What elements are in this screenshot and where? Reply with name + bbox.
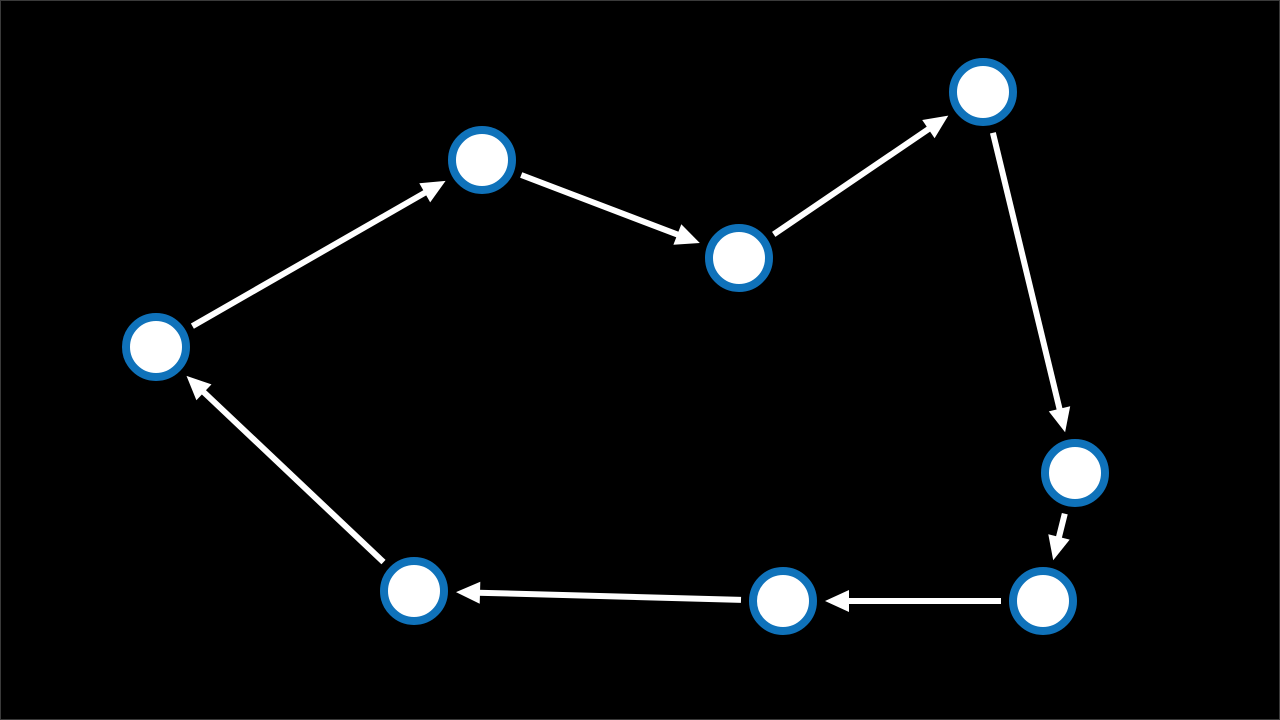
arrowhead [186,375,212,401]
edge-n4-to-n5 [989,132,1071,433]
edge-line [1055,512,1068,540]
edge-n3-to-n4 [772,115,949,237]
edges-layer [186,115,1071,612]
arrowhead [456,581,481,604]
arrowhead [922,115,949,139]
edge-n1-to-n2 [190,180,446,329]
arrowhead [673,224,700,245]
node-n8 [380,557,448,625]
edge-n6-to-n7 [825,590,1001,612]
edge-line [520,172,681,239]
edge-n5-to-n6 [1048,512,1070,561]
node-n1 [122,313,190,381]
edge-line [200,388,386,565]
node-n6 [1009,567,1077,635]
node-n2 [448,126,516,194]
edge-line [477,589,742,603]
arrowhead [419,180,446,203]
arrowhead [1048,406,1071,433]
edge-n2-to-n3 [520,172,700,245]
arrowhead [1048,534,1070,561]
node-n4 [949,58,1017,126]
arrowhead [825,590,849,612]
edge-line [190,189,428,329]
edge-line [989,132,1063,412]
node-n5 [1041,439,1109,507]
edge-n7-to-n8 [456,581,742,604]
nodes-layer [122,58,1109,635]
edge-n8-to-n1 [186,375,386,565]
edge-line [772,125,932,237]
node-n3 [705,224,773,292]
node-n7 [749,567,817,635]
